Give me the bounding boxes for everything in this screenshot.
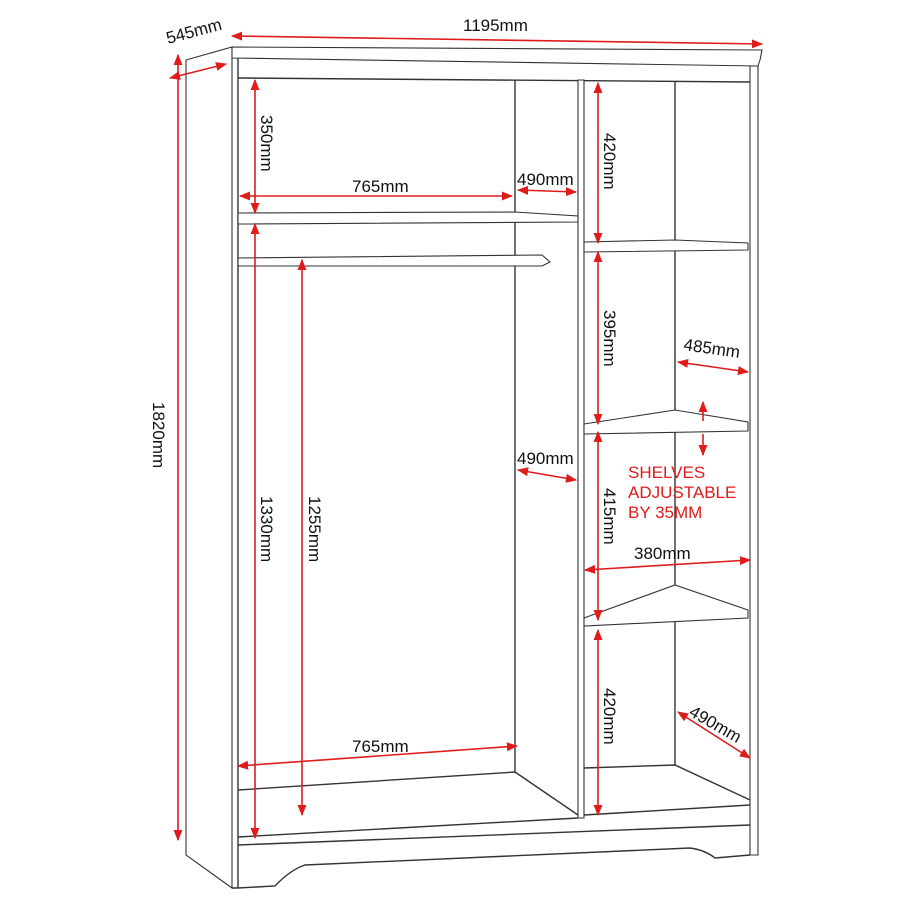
inner-top-line [237, 77, 751, 83]
plinth [237, 824, 751, 889]
right-shelf-width-arrow [583, 556, 752, 574]
note-line-3: BY 35MM [628, 503, 702, 522]
hanging-total-label: 1330mm [257, 496, 276, 562]
right-shelf-depth-arrow [676, 358, 750, 376]
right-side-panel [749, 65, 759, 856]
depth-label: 545mm [164, 15, 224, 48]
hanging-depth-label: 490mm [517, 449, 574, 468]
right-bottom-depth-arrow [677, 711, 751, 759]
top-shelf-width-label: 765mm [352, 177, 409, 196]
right-shelf-2 [583, 409, 749, 435]
right-bottom-depth-label: 490mm [686, 702, 745, 747]
top-cornice [231, 46, 763, 67]
front-left-edge [232, 58, 239, 889]
right-top-label: 420mm [600, 133, 619, 190]
left-side-panel [185, 46, 233, 890]
center-divider [577, 79, 585, 819]
right-shelf-1 [583, 239, 749, 253]
right-bottom-label: 420mm [600, 688, 619, 745]
bottom-width-label: 765mm [352, 737, 409, 756]
top-shelf-depth-label: 490mm [517, 170, 574, 189]
dimension-labels: 545mm 1195mm 1820mm 350mm 765mm 490mm 42… [149, 15, 745, 756]
dimension-arrows [168, 31, 764, 842]
right-shelf-3 [583, 584, 749, 627]
hanging-rail-label: 1255mm [305, 496, 324, 562]
right-floor [583, 764, 751, 816]
width-arrow [230, 31, 764, 49]
bottom-width-arrow [236, 742, 519, 770]
right-third-label: 415mm [600, 488, 619, 545]
note-line-2: ADJUSTABLE [628, 483, 736, 502]
height-label: 1820mm [149, 402, 168, 468]
right-shelf-width-label: 380mm [634, 544, 691, 563]
top-section-label: 350mm [257, 115, 276, 172]
wardrobe-outline [185, 46, 763, 890]
right-second-label: 395mm [600, 310, 619, 367]
top-shelf [237, 211, 579, 225]
hanging-depth-arrow [516, 467, 578, 483]
left-floor [237, 771, 579, 838]
right-shelf-depth-label: 485mm [682, 335, 741, 362]
hanging-rail [237, 254, 551, 267]
top-shelf-depth-arrow [516, 185, 578, 197]
note-line-1: SHELVES [628, 463, 705, 482]
adjustable-shelves-note: SHELVES ADJUSTABLE BY 35MM [628, 463, 736, 522]
width-label: 1195mm [463, 16, 528, 35]
